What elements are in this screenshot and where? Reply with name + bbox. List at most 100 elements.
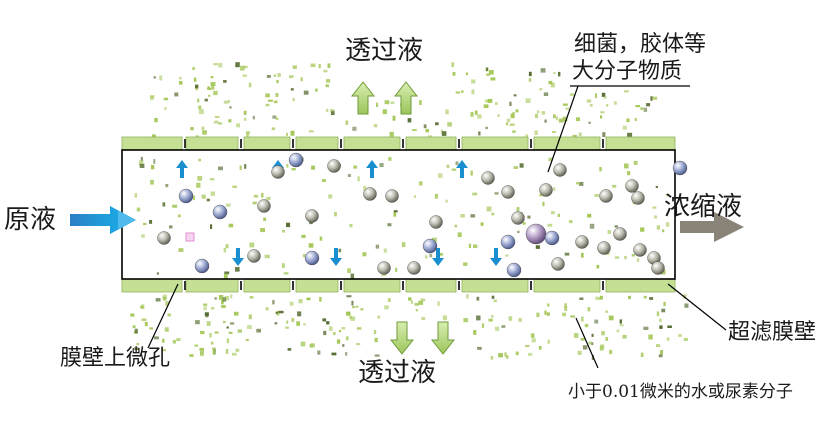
small-molecule xyxy=(547,303,550,307)
small-molecule xyxy=(587,307,591,312)
small-molecule xyxy=(328,326,333,331)
small-molecule xyxy=(192,67,195,70)
small-molecule xyxy=(395,267,398,272)
small-molecule xyxy=(505,355,509,359)
small-molecule xyxy=(195,84,199,89)
small-molecule xyxy=(684,303,689,308)
macromolecule-particle xyxy=(157,231,171,245)
small-molecule xyxy=(172,339,176,344)
small-molecule xyxy=(418,181,423,186)
small-molecule xyxy=(278,310,284,314)
small-molecule xyxy=(649,297,654,300)
small-molecule xyxy=(213,120,219,124)
small-molecule xyxy=(322,318,327,322)
small-molecule xyxy=(640,107,644,111)
small-molecule xyxy=(445,199,448,203)
small-molecule xyxy=(138,160,144,166)
pore-bottom xyxy=(458,281,460,290)
small-molecule xyxy=(387,298,391,302)
small-molecule xyxy=(204,312,209,316)
small-molecule xyxy=(246,133,249,138)
small-molecule xyxy=(272,300,275,305)
small-molecule xyxy=(310,343,315,348)
small-molecule xyxy=(415,309,418,312)
macromolecule-particle xyxy=(377,261,391,275)
macromolecule-particle xyxy=(506,262,522,278)
small-molecule xyxy=(210,307,215,310)
small-molecule xyxy=(275,117,279,120)
small-molecule xyxy=(140,156,143,161)
feed-arrow-icon xyxy=(70,206,136,234)
small-molecule xyxy=(528,71,532,77)
small-molecule xyxy=(455,161,459,166)
small-molecule xyxy=(223,100,229,104)
small-molecule xyxy=(421,317,426,320)
small-molecule xyxy=(169,225,173,229)
small-molecule xyxy=(652,206,657,209)
small-molecule xyxy=(164,107,167,110)
small-molecule xyxy=(210,76,214,79)
macromolecule-particle xyxy=(651,261,665,275)
small-molecule xyxy=(230,294,233,299)
macromolecule-particle xyxy=(551,257,565,271)
small-molecule xyxy=(513,94,517,97)
small-molecule xyxy=(624,90,629,93)
macromolecule-particle xyxy=(407,261,421,275)
small-molecule xyxy=(300,341,306,347)
pore-leader xyxy=(147,283,179,349)
small-molecule xyxy=(349,224,353,228)
small-molecule xyxy=(477,114,482,119)
small-molecule xyxy=(509,101,512,106)
small-molecule xyxy=(628,295,631,300)
small-molecule xyxy=(661,308,666,313)
small-molecule xyxy=(151,165,155,170)
small-molecule xyxy=(223,80,227,83)
pore-bottom xyxy=(184,281,186,290)
small-molecule xyxy=(477,346,482,350)
small-molecule xyxy=(301,234,306,238)
pore-bottom xyxy=(530,281,532,290)
small-molecule-label: 小于0.01微米的水或尿素分子 xyxy=(568,382,793,402)
small-molecule xyxy=(218,122,223,125)
small-molecule xyxy=(539,88,543,91)
macromolecule-particle xyxy=(500,234,516,250)
small-molecule xyxy=(247,325,252,329)
small-molecule xyxy=(283,272,289,275)
small-molecule xyxy=(491,295,495,299)
small-molecule xyxy=(564,306,568,311)
small-molecule xyxy=(591,333,594,337)
small-molecule xyxy=(570,93,574,96)
small-molecule xyxy=(476,315,481,321)
small-molecule xyxy=(302,253,306,258)
small-molecule xyxy=(377,315,381,319)
small-molecule xyxy=(213,90,218,96)
small-molecule xyxy=(508,316,513,321)
small-molecule xyxy=(594,93,597,98)
small-molecule xyxy=(547,339,550,344)
small-molecule xyxy=(486,73,490,76)
small-molecule xyxy=(136,207,141,212)
small-molecule xyxy=(384,305,389,310)
small-molecule xyxy=(308,130,314,133)
small-molecule xyxy=(474,110,478,115)
small-molecule xyxy=(346,336,349,341)
small-molecule xyxy=(488,318,493,322)
small-molecule xyxy=(612,184,617,188)
small-molecule xyxy=(631,254,635,257)
small-molecule xyxy=(601,331,605,336)
membrane-leader xyxy=(667,283,727,331)
small-molecule xyxy=(505,254,509,257)
macromolecule-particle xyxy=(631,191,645,205)
flow-arrow-icon xyxy=(232,248,244,266)
small-molecule xyxy=(323,69,328,73)
macromolecule-particle xyxy=(305,209,319,223)
small-molecule xyxy=(374,337,378,343)
small-molecule xyxy=(223,320,226,324)
leader-lines xyxy=(147,85,727,369)
small-molecule xyxy=(237,329,242,333)
small-molecule xyxy=(589,223,595,229)
small-molecule xyxy=(429,253,433,258)
small-molecule xyxy=(327,63,331,68)
